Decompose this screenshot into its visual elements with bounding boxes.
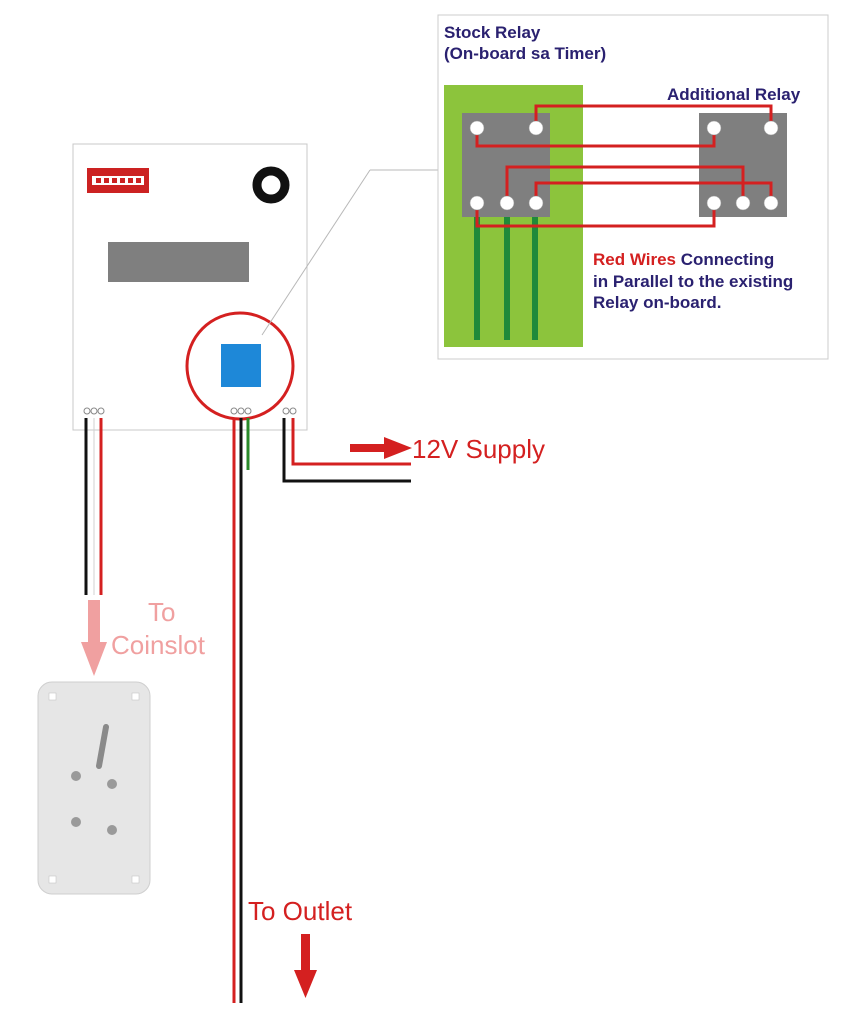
supply-wires (282, 418, 411, 483)
arrow-right-icon (350, 437, 412, 459)
stock-relay-title: Stock Relay (444, 23, 541, 42)
note-line-1-rest: Connecting (676, 250, 774, 269)
coinslot-device (37, 681, 151, 895)
note-line-2: in Parallel to the existing (593, 272, 793, 291)
callout-lines (261, 169, 438, 336)
pcb-traces (474, 210, 538, 340)
additional-relay-title: Additional Relay (667, 85, 801, 104)
arrow-down-icon (294, 934, 317, 998)
coinslot-label-line1: To (148, 597, 175, 627)
coinslot-label-line2: Coinslot (111, 630, 206, 660)
relay-pins (469, 120, 779, 211)
dip-switch-window (92, 176, 144, 185)
supply-label: 12V Supply (412, 434, 545, 464)
outlet-wires (232, 418, 250, 1003)
note-line-3: Relay on-board. (593, 293, 721, 312)
board-terminals (83, 407, 297, 415)
outlet-label: To Outlet (248, 896, 353, 926)
onboard-relay (221, 344, 261, 387)
stock-relay-subtitle: (On-board sa Timer) (444, 44, 606, 63)
note-line-1: Red Wires Connecting (593, 250, 774, 269)
arrow-down-icon (81, 600, 107, 676)
note-red-words: Red Wires (593, 250, 676, 269)
display-module (108, 242, 249, 282)
dip-switch-toggles (96, 178, 141, 183)
buzzer-icon (252, 166, 290, 204)
parallel-wires (475, 104, 773, 228)
coinslot-wires (84, 418, 103, 595)
